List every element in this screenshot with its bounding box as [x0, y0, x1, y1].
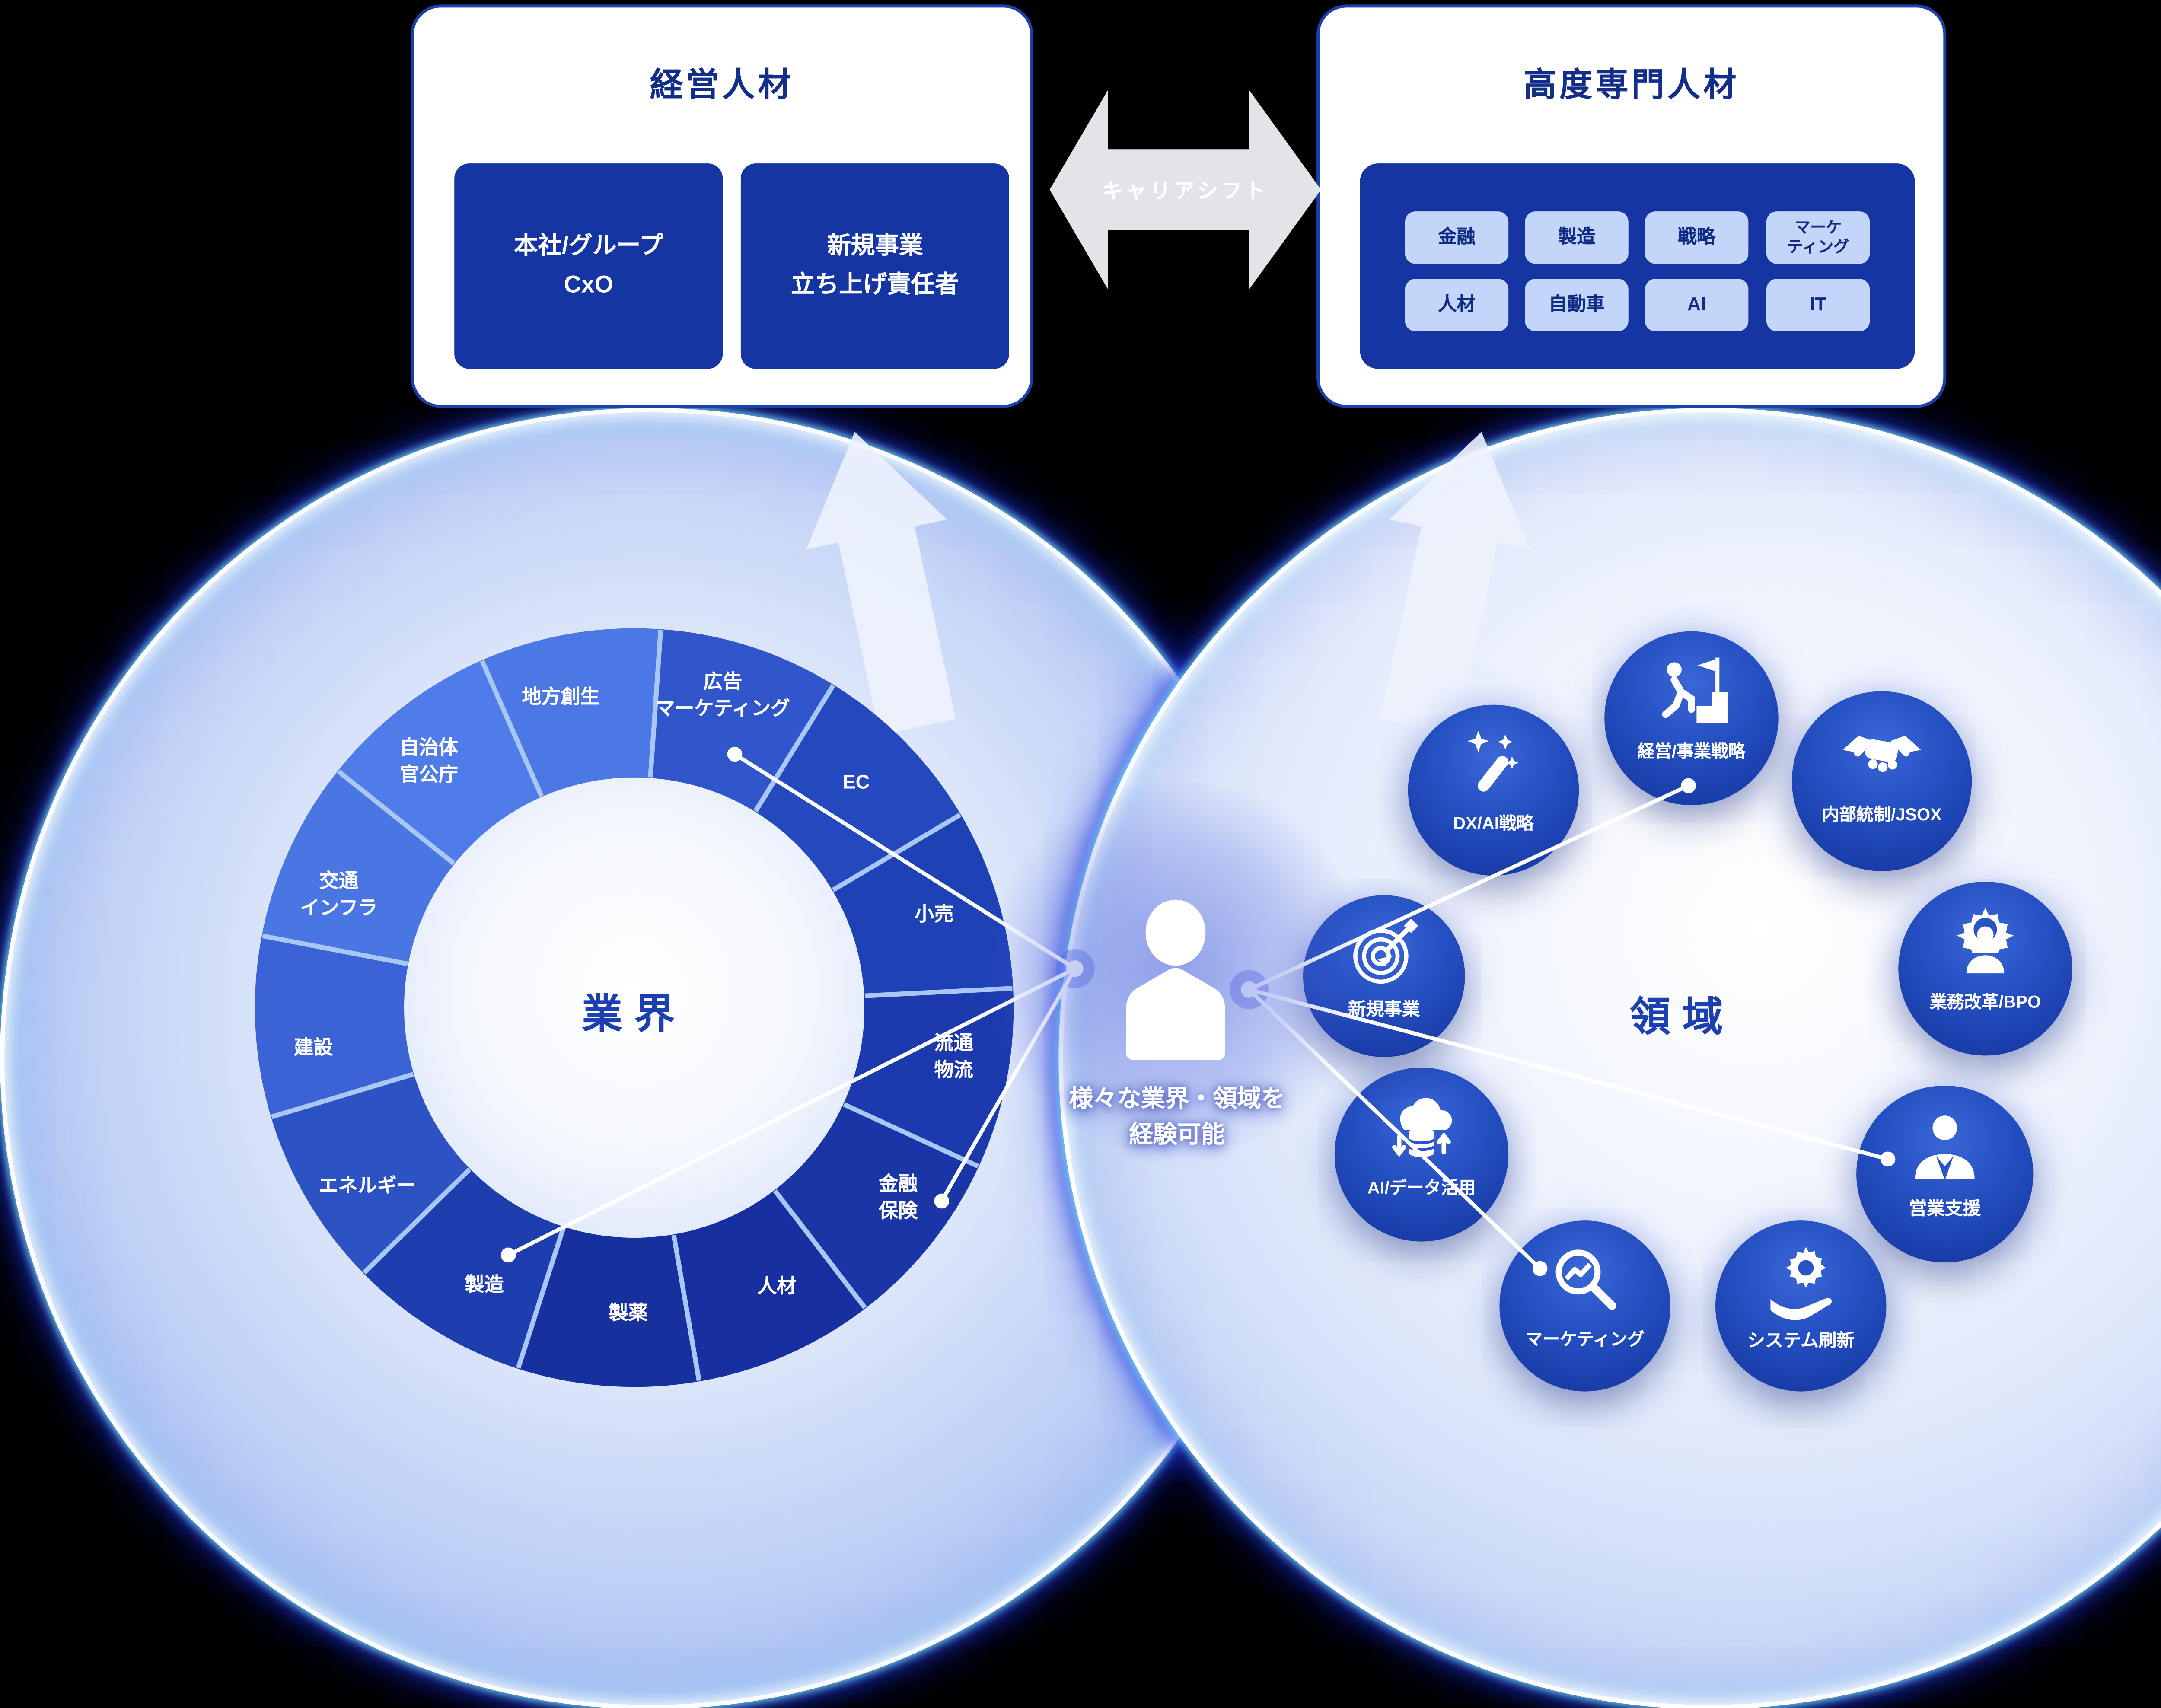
industry-segment-label: 製薬 — [609, 1301, 648, 1324]
management-chip-hq-cxo: 本社/グループ CxO — [454, 163, 723, 369]
specialist-panel: 高度専門人材 金融 製造 戦略 マーケ ティング 人材 自動車 AI IT — [1316, 4, 1947, 408]
climb-flag-icon — [1662, 657, 1728, 723]
specialist-tag: 自動車 — [1525, 279, 1629, 331]
specialist-tagboard: 金融 製造 戦略 マーケ ティング 人材 自動車 AI IT — [1360, 163, 1915, 369]
domain-circle-label: 経営/事業戦略 — [1637, 743, 1746, 762]
domain-circle-cloud-database: AI/データ活用 — [1334, 1068, 1509, 1242]
industry-segment-label: 流通 物流 — [934, 1031, 973, 1081]
industry-segment-label: 建設 — [293, 1036, 333, 1059]
specialist-tag: 金融 — [1405, 211, 1509, 264]
domain-circle-label: マーケティング — [1525, 1331, 1645, 1349]
industry-segment-label: 製造 — [465, 1273, 504, 1296]
gear-person-icon — [1957, 908, 2014, 973]
industry-segment-label: EC — [842, 770, 870, 793]
specialist-tag: 戦略 — [1645, 211, 1749, 264]
person-caption: 様々な業界・領域を 経験可能 — [1069, 1087, 1285, 1149]
specialist-tag: 製造 — [1525, 211, 1629, 264]
industry-segment-label: 小売 — [915, 902, 954, 925]
industry-segment-label: 金融 保険 — [879, 1172, 918, 1222]
domain-circle-label: 営業支援 — [1909, 1198, 1981, 1220]
domain-circle-business-person: 営業支援 — [1856, 1085, 2034, 1263]
industry-segment-label: 人材 — [757, 1274, 797, 1297]
cloud-database-icon — [1392, 1097, 1452, 1157]
specialist-tag: マーケ ティング — [1766, 211, 1870, 264]
wand-icon — [1467, 730, 1519, 791]
management-panel-title: 経営人材 — [650, 66, 794, 104]
management-panel: 経営人材 本社/グループ CxO 新規事業 立ち上げ責任者 — [411, 4, 1033, 408]
domain-circle-label: 業務改革/BPO — [1929, 994, 2041, 1012]
domain-circle-handshake: 内部統制/JSOX — [1791, 691, 1972, 871]
domain-circle-label: AI/データ活用 — [1367, 1180, 1476, 1198]
domain-circle-climb-flag: 経営/事業戦略 — [1604, 631, 1779, 806]
domain-circle-hand-gear: システム刷新 — [1715, 1220, 1887, 1392]
specialist-tag: 人材 — [1405, 279, 1509, 331]
hand-gear-icon — [1770, 1246, 1832, 1319]
management-chip-newbiz-lead: 新規事業 立ち上げ責任者 — [740, 163, 1009, 369]
handshake-icon — [1842, 736, 1921, 772]
industry-segment-label: 広告 マーケティング — [655, 670, 790, 720]
specialist-tag: IT — [1766, 279, 1870, 331]
specialist-panel-title: 高度専門人材 — [1523, 66, 1740, 104]
domain-circle-label: DX/AI戦略 — [1453, 815, 1534, 833]
domain-circle-magnifier-chart: マーケティング — [1499, 1220, 1670, 1392]
domain-circle-gear-person: 業務改革/BPO — [1898, 882, 2072, 1056]
business-person-icon — [1915, 1115, 1975, 1180]
industry-segment-label: 交通 インフラ — [300, 869, 378, 919]
industry-title: 業界 — [582, 992, 687, 1037]
industry-segment-label: エネルギー — [319, 1174, 416, 1197]
domain-circle-label: システム刷新 — [1747, 1329, 1855, 1351]
domain-circle-wand: DX/AI戦略 — [1408, 704, 1579, 876]
magnifier-chart-icon — [1555, 1249, 1616, 1310]
domain-circle-label: 内部統制/JSOX — [1822, 807, 1942, 825]
domain-title: 領域 — [1630, 994, 1735, 1040]
industry-segment-label: 自治体 官公庁 — [399, 736, 458, 786]
industry-segment-label: 地方創生 — [522, 685, 600, 708]
specialist-tag: AI — [1645, 279, 1749, 331]
career-shift-label: キャリアシフト — [1102, 178, 1269, 202]
